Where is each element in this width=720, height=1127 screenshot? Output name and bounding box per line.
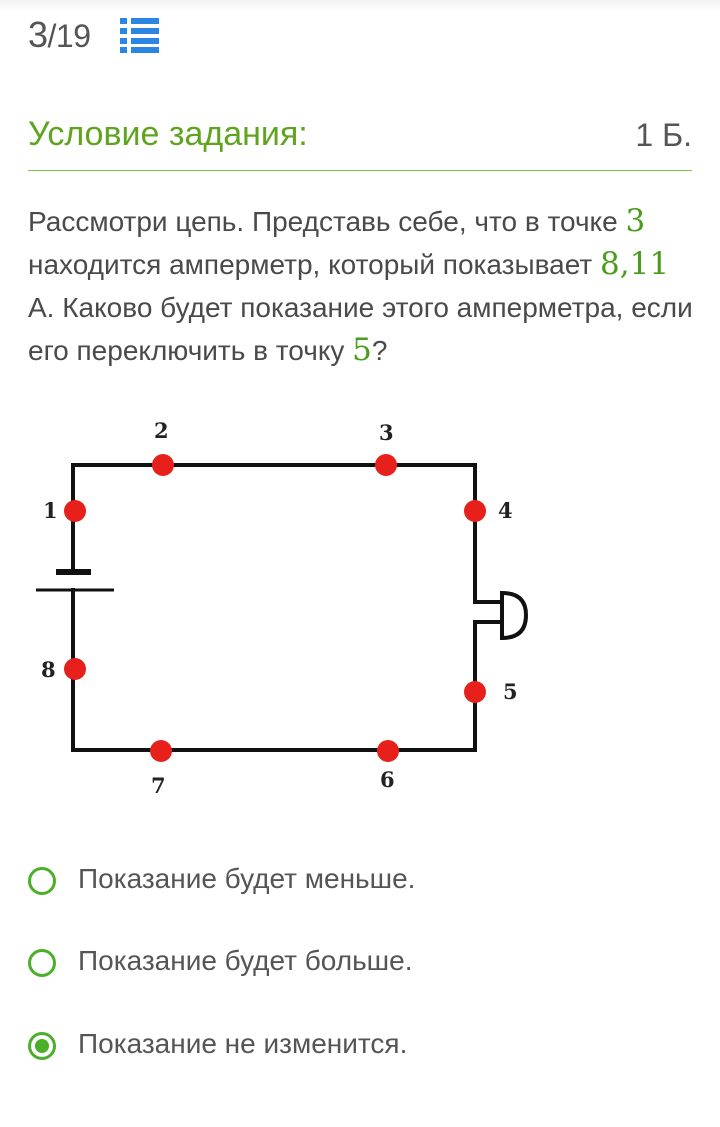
node-3 — [375, 454, 397, 476]
node-label-1: 1 — [43, 498, 58, 523]
node-5 — [464, 681, 486, 703]
task-header-title: Условие задания: — [28, 115, 308, 153]
answer-option-2-label: Показание будет больше. — [78, 945, 413, 976]
node-4 — [464, 500, 486, 522]
point-number-a: 3 — [625, 203, 646, 239]
node-2 — [152, 454, 174, 476]
question-counter: 3/19 — [28, 14, 91, 56]
node-label-8: 8 — [41, 657, 56, 682]
question-list-button[interactable] — [118, 16, 162, 54]
header-divider — [28, 170, 692, 171]
top-bar — [0, 0, 720, 70]
circuit-svg: 1 2 3 4 5 6 7 8 — [36, 418, 529, 798]
radio-button-1[interactable] — [28, 867, 56, 895]
node-7 — [150, 740, 172, 762]
lamp-body — [500, 590, 529, 641]
current-value: 8,11 — [600, 246, 670, 282]
node-6 — [377, 740, 399, 762]
radio-button-2[interactable] — [28, 949, 56, 977]
node-label-6: 6 — [380, 767, 395, 792]
node-label-4: 4 — [498, 498, 513, 523]
node-label-5: 5 — [503, 679, 518, 704]
counter-separator: / — [47, 18, 57, 54]
list-icon — [120, 18, 159, 53]
task-text-part1: Рассмотри цепь. Представь себе, что в то… — [28, 206, 626, 237]
current-question: 3 — [28, 14, 48, 55]
circuit-diagram: 1 2 3 4 5 6 7 8 — [28, 410, 548, 815]
task-text-part2: находится амперметр, который показывает — [28, 249, 601, 280]
answer-option-2[interactable]: Показание будет больше. — [28, 940, 628, 990]
answer-option-3[interactable]: Показание не изменится. — [28, 1023, 628, 1073]
answer-option-3-label: Показание не изменится. — [78, 1028, 408, 1059]
total-questions: 19 — [55, 18, 91, 54]
answer-option-1[interactable]: Показание будет меньше. — [28, 858, 628, 908]
task-text: Рассмотри цепь. Представь себе, что в то… — [28, 200, 698, 372]
point-number-b: 5 — [352, 332, 372, 368]
node-label-3: 3 — [379, 420, 394, 445]
task-text-part3: А. Каково будет показание этого ампермет… — [28, 292, 693, 366]
node-label-2: 2 — [154, 418, 169, 443]
answer-option-1-label: Показание будет меньше. — [78, 863, 416, 894]
radio-button-3[interactable] — [28, 1032, 56, 1060]
task-text-part4: ? — [371, 335, 388, 366]
task-points: 1 Б. — [635, 117, 692, 153]
node-1 — [64, 500, 86, 522]
node-label-7: 7 — [151, 773, 166, 798]
node-8 — [64, 658, 86, 680]
